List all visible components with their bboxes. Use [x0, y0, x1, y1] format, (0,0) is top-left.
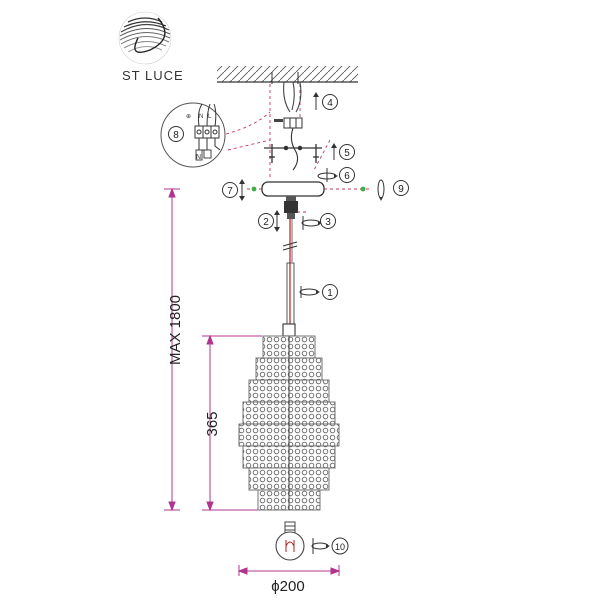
terminal-n-label: N: [199, 114, 203, 120]
ceiling-screws: [271, 72, 299, 84]
lamp-shade: [238, 335, 340, 511]
shade-height-label: 365: [204, 411, 221, 436]
canopy: [245, 181, 370, 197]
step-4-number: 4: [327, 98, 333, 109]
total-height-label: MAX 1800: [167, 295, 184, 365]
terminal-earth-label: ⊕: [186, 114, 191, 120]
terminal-detail-callout: ⊕ N L N: [160, 102, 226, 168]
step-2-callout: 2: [258, 210, 280, 232]
ceiling: [217, 66, 358, 83]
step-5-number: 5: [344, 148, 350, 159]
step-4-callout: 4: [313, 92, 338, 110]
mounting-bracket: [264, 144, 322, 163]
bulb-icon: [275, 521, 305, 561]
step-9-callout: 9: [377, 179, 409, 201]
cord-grip: [284, 196, 306, 219]
suspension-cord: [282, 219, 298, 337]
brand-name: ST LUCE: [122, 68, 184, 83]
canopy-screw-left-icon: [251, 186, 257, 192]
canopy-screw-right-icon: [360, 186, 366, 192]
swirl-sphere-logo-icon: [118, 11, 172, 65]
step-6-callout: 6: [317, 167, 355, 183]
terminal-block-top: [274, 117, 303, 129]
step-1-callout: 1: [299, 284, 338, 300]
internal-wire: [290, 127, 299, 171]
dimension-total-height: [164, 187, 180, 512]
step-7-callout: 7: [222, 179, 245, 201]
step-6-number: 6: [344, 171, 350, 182]
step-8-callout: 8: [168, 126, 184, 142]
step-1-number: 1: [327, 288, 333, 299]
diameter-label: ϕ200: [271, 578, 304, 595]
dimension-shade-height: [202, 334, 262, 512]
step-3-callout: 3: [301, 213, 336, 230]
step-7-number: 7: [227, 186, 233, 197]
leader-lines: [225, 84, 331, 180]
terminal-l-label: L: [208, 114, 212, 120]
step-9-number: 9: [398, 184, 404, 195]
terminal-bottom-n-label: N: [196, 154, 201, 161]
supply-wires: [283, 81, 302, 113]
dimension-diameter: [237, 565, 341, 576]
step-3-number: 3: [325, 217, 331, 228]
step-8-number: 8: [173, 130, 179, 141]
step-10-callout: 10: [311, 537, 349, 555]
step-10-number: 10: [335, 542, 345, 552]
step-5-callout: 5: [331, 143, 355, 160]
step-2-number: 2: [263, 217, 269, 228]
